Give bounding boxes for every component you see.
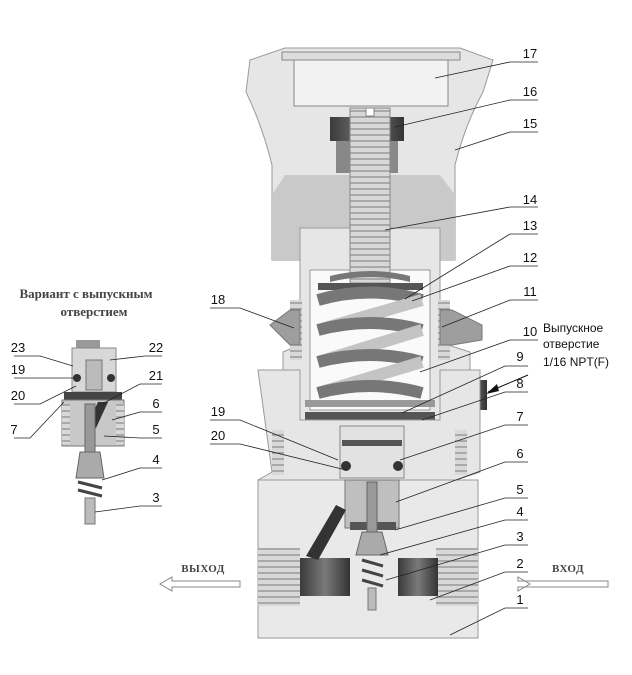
label-9: 9 (516, 349, 523, 364)
label-12: 12 (523, 250, 537, 265)
variant-title-line1: Вариант с выпускным (19, 286, 152, 301)
vent-callout: Выпускное отверстие 1/16 NPT(F) (486, 321, 609, 394)
vent-line2: отверстие (543, 337, 600, 351)
label-17: 17 (523, 46, 537, 61)
outlet-port-bore (300, 558, 350, 596)
variant-label-5: 5 (152, 422, 159, 437)
screw-head-slot (365, 107, 375, 117)
label-4: 4 (516, 504, 523, 519)
label-14: 14 (523, 192, 537, 207)
inlet-flow: ВХОД (517, 563, 609, 592)
label-6: 6 (516, 446, 523, 461)
label-20: 20 (211, 428, 225, 443)
variant-label-3: 3 (152, 490, 159, 505)
label-5: 5 (516, 482, 523, 497)
variant-label-7: 7 (10, 422, 17, 437)
variant-cone (75, 451, 105, 479)
outlet-port-thread (258, 548, 300, 606)
variant-top-cap (76, 340, 100, 348)
variant-leader-lines (14, 355, 162, 513)
panel-nut-right (439, 309, 483, 346)
label-3: 3 (516, 529, 523, 544)
label-8: 8 (516, 376, 523, 391)
vent-arrowhead (486, 384, 499, 394)
body-thread-right (455, 430, 467, 475)
label-10: 10 (523, 324, 537, 339)
label-11: 11 (523, 284, 537, 299)
inlet-arrow (517, 576, 609, 592)
variant-plate (64, 392, 122, 400)
variant-seat-thread-r (116, 404, 124, 444)
cap-recess (293, 59, 449, 107)
variant-spring (77, 480, 103, 498)
label-7: 7 (516, 409, 523, 424)
diaphragm-plate (305, 412, 435, 422)
label-18: 18 (211, 292, 225, 307)
poppet-spring (361, 558, 384, 588)
variant-label-20: 20 (11, 388, 25, 403)
variant-core (85, 359, 103, 391)
poppet-cone (355, 531, 389, 556)
outlet-label: ВЫХОД (181, 563, 225, 575)
label-13: 13 (523, 218, 537, 233)
inlet-port-bore (398, 558, 438, 596)
o-ring-right (393, 461, 403, 471)
upper-spring-button (330, 271, 410, 282)
variant-label-21: 21 (149, 368, 163, 383)
inlet-label: ВХОД (552, 563, 584, 575)
outlet-arrow (159, 576, 241, 592)
variant-pin (84, 497, 96, 525)
variant-label-23: 23 (11, 340, 25, 355)
variant-label-6: 6 (152, 396, 159, 411)
vent-line1: Выпускное (543, 321, 604, 335)
variant-inset: Вариант с выпускным отверстием (19, 286, 153, 525)
panel-nut-left (269, 309, 301, 346)
poppet-pin (367, 587, 377, 611)
range-spring (316, 286, 424, 399)
outlet-passage (306, 505, 346, 560)
outlet-flow: ВЫХОД (159, 563, 241, 592)
variant-label-19: 19 (11, 362, 25, 377)
variant-o-ring-left (73, 374, 81, 382)
variant-label-4: 4 (152, 452, 159, 467)
label-2: 2 (516, 556, 523, 571)
variant-part-numbers: 23 19 20 7 22 21 6 5 4 3 (10, 340, 163, 505)
label-15: 15 (523, 116, 537, 131)
label-1: 1 (516, 592, 523, 607)
inlet-port-thread (436, 548, 478, 606)
body-thread-left (272, 430, 284, 475)
seat-retainer-cap (342, 440, 402, 446)
poppet-stem (366, 481, 378, 533)
diaphragm (305, 400, 435, 407)
variant-o-ring-right (107, 374, 115, 382)
vent-line3: 1/16 NPT(F) (543, 355, 609, 369)
label-16: 16 (523, 84, 537, 99)
seat-retainer (339, 425, 405, 479)
variant-seat-thread-l (62, 404, 70, 444)
o-ring-left (341, 461, 351, 471)
main-leader-lines (210, 61, 538, 636)
variant-label-22: 22 (149, 340, 163, 355)
main-part-numbers: 17 16 15 14 13 12 11 18 10 9 8 19 7 20 6… (211, 46, 537, 607)
main-assembly (245, 47, 494, 639)
label-19: 19 (211, 404, 225, 419)
cap-insert (281, 51, 461, 61)
variant-stem (84, 403, 96, 453)
adjusting-screw (349, 107, 391, 284)
variant-title-line2: отверстием (60, 304, 127, 319)
